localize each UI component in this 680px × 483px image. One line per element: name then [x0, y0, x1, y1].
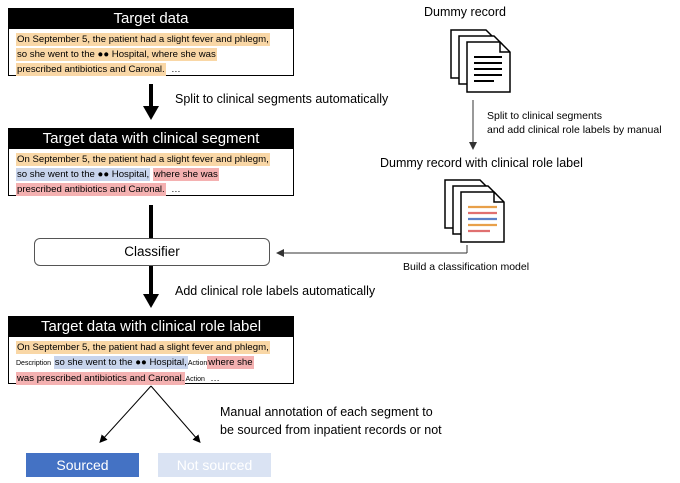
role-tag-description: Description [16, 360, 52, 367]
segment-data-title: Target data with clinical segment [9, 129, 293, 149]
target-data-line-2: so she went to the ●● Hospital, where sh… [16, 48, 217, 61]
manual-split-line-2: and add clinical role labels by manual [487, 124, 662, 136]
manual-annotation-line-2: be sourced from inpatient records or not [220, 423, 442, 437]
target-data-text: On September 5, the patient had a slight… [9, 29, 293, 80]
dummy-labeled-title: Dummy record with clinical role label [380, 156, 583, 170]
dummy-record-title: Dummy record [424, 5, 506, 19]
labeled-document-icon [444, 179, 505, 243]
role-label-data-title: Target data with clinical role label [9, 317, 293, 337]
role-tag-action-1: Action [187, 360, 208, 367]
segment-ellipsis: … [171, 184, 181, 195]
role-segment-3a: where she [207, 356, 254, 369]
sourced-box: Sourced [26, 453, 139, 477]
role-label-data-text: On September 5, the patient had a slight… [9, 337, 293, 390]
role-segment-2: so she went to the ●● Hospital, [53, 356, 188, 369]
target-data-box: Target data On September 5, the patient … [8, 8, 294, 76]
not-sourced-box: Not sourced [158, 453, 271, 477]
segment-data-text: On September 5, the patient had a slight… [9, 149, 293, 200]
arrow-build-model [276, 245, 468, 257]
role-tag-action-2: Action [185, 376, 205, 383]
segment-data-box: Target data with clinical segment On Sep… [8, 128, 294, 196]
segment-1: On September 5, the patient had a slight… [16, 153, 270, 166]
target-data-line-1: On September 5, the patient had a slight… [16, 33, 270, 46]
role-ellipsis: … [210, 373, 220, 384]
classifier-label: Classifier [124, 244, 180, 259]
target-data-title: Target data [9, 9, 293, 29]
segment-2: so she went to the ●● Hospital, [16, 168, 151, 181]
classifier-box: Classifier [34, 238, 270, 266]
role-segment-1: On September 5, the patient had a slight… [16, 341, 270, 354]
arrow-add-labels-auto [143, 266, 159, 308]
stacked-document-icon [450, 29, 511, 93]
manual-split-line-1: Split to clinical segments [487, 110, 602, 122]
segment-3b: prescribed antibiotics and Caronal. [16, 183, 166, 196]
add-labels-auto-label: Add clinical role labels automatically [175, 284, 376, 298]
manual-annotation-line-1: Manual annotation of each segment to [220, 405, 433, 419]
target-data-ellipsis: … [171, 64, 181, 75]
segment-3a: where she was [152, 168, 219, 181]
role-segment-3b: was prescribed antibiotics and Caronal. [16, 372, 186, 385]
role-label-data-box: Target data with clinical role label On … [8, 316, 294, 385]
branch-arrows [99, 385, 201, 444]
build-model-label: Build a classification model [403, 261, 530, 273]
split-auto-label: Split to clinical segments automatically [175, 92, 389, 106]
target-data-line-3: prescribed antibiotics and Caronal. [16, 63, 166, 76]
arrow-split-auto [143, 84, 159, 120]
